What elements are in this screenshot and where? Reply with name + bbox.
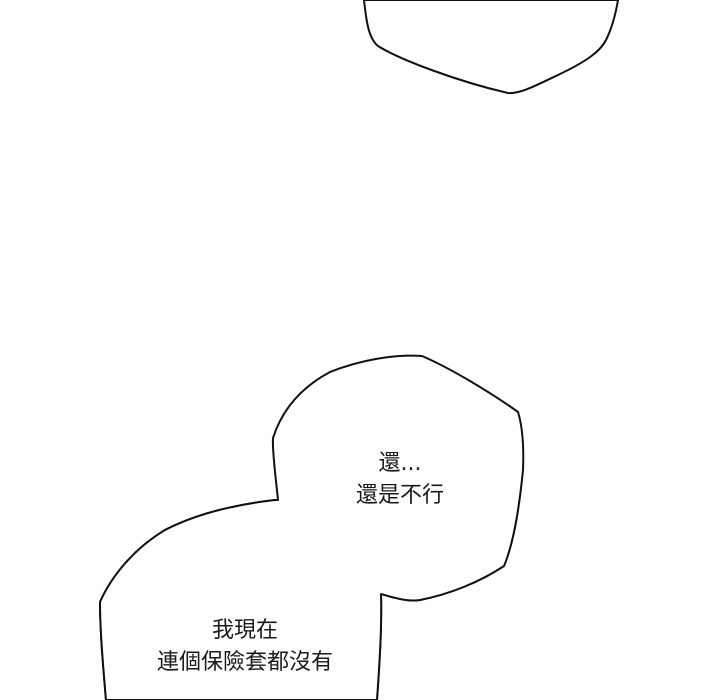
dialogue-line: 還是不行 — [355, 483, 444, 508]
speech-bubble-top — [363, 0, 619, 95]
dialogue-lower-left: 我現在 連個保險套都沒有 — [110, 615, 380, 679]
speech-bubble-upper-right — [99, 354, 525, 700]
dialogue-line: 我現在 — [211, 618, 278, 643]
dialogue-upper-right: 還... 還是不行 — [330, 448, 470, 512]
dialogue-line: 還... — [378, 451, 422, 476]
dialogue-line: 連個保險套都沒有 — [156, 650, 333, 675]
